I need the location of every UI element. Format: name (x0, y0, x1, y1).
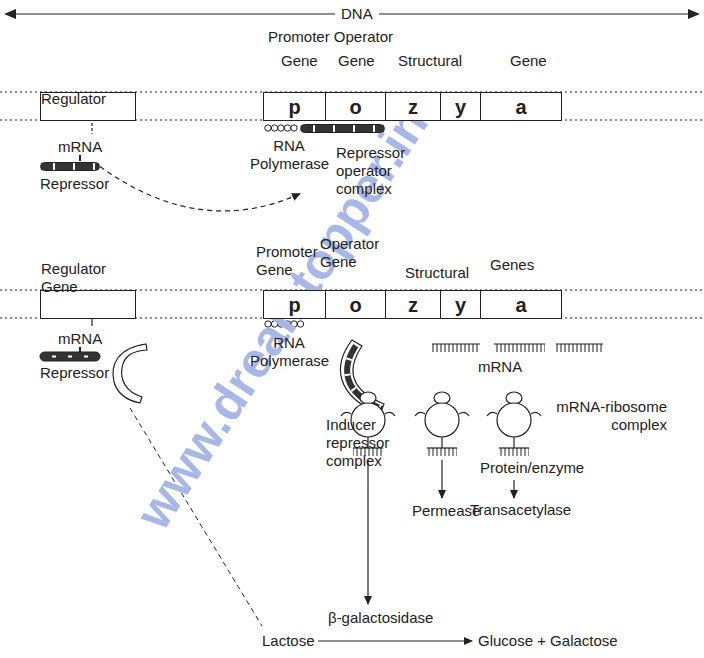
gene-letter: o (349, 295, 361, 315)
gene-box: z (385, 290, 441, 319)
repressor-bar (40, 352, 100, 361)
gene-label: Gene (338, 52, 375, 70)
gene-label: Genes (490, 256, 534, 274)
gene-label: Structural (405, 264, 469, 282)
regulator-gene-box: Regulator Gene (40, 290, 136, 319)
repressor-operator-complex: Repressor operator complex (300, 124, 410, 206)
gene-heading: Regulator (41, 90, 106, 108)
gene-letter: z (408, 97, 418, 117)
regulator-gene-box: Regulator (40, 92, 136, 121)
complex-label: Repressor operator complex (336, 144, 410, 198)
gene-letter: p (288, 295, 300, 315)
gene-box: a (480, 92, 562, 121)
inducer-repressor-shape (340, 340, 384, 414)
repressor-bar (300, 124, 385, 133)
mrna-label: mRNA (58, 138, 102, 156)
gene-letter: a (515, 295, 526, 315)
dna-label: DNA (335, 5, 379, 23)
gene-box: p (263, 290, 326, 319)
enzyme-label: RNA Polymerase (250, 334, 328, 370)
sugar-label: Lactose (262, 632, 315, 650)
protein-label: Protein/enzyme (480, 459, 584, 477)
gene-box: o (325, 92, 386, 121)
mrna-label: mRNA (478, 358, 522, 376)
gene-label: Gene (510, 52, 547, 70)
complex-label: Inducer repressor complex (326, 416, 406, 470)
protein-label: Repressor (40, 364, 109, 382)
gene-letter: z (408, 295, 418, 315)
gene-heading: Regulator Gene (41, 260, 121, 296)
gene-label: Gene (281, 52, 318, 70)
repressor-shape (113, 344, 147, 403)
gene-letter: y (455, 97, 466, 117)
gene-letter: o (349, 97, 361, 117)
gene-letter: y (455, 295, 466, 315)
gene-box: o (325, 290, 386, 319)
gene-box: y (440, 290, 481, 319)
enzyme-label: RNA Polymerase (250, 137, 328, 173)
mrna-label: mRNA (58, 330, 102, 348)
gene-label: Structural (398, 52, 462, 70)
gene-box: a (480, 290, 562, 319)
complex-label: mRNA-ribosome complex (548, 398, 667, 434)
gene-label: Operator Gene (320, 235, 386, 271)
protein-label: Repressor (40, 175, 109, 193)
gene-letter: a (515, 97, 526, 117)
gene-letter: p (288, 97, 300, 117)
product-arrow (318, 460, 514, 641)
region-label: Promoter Operator (268, 28, 393, 46)
gene-label: Promoter Gene (256, 243, 320, 279)
repressor-protein: Repressor (40, 162, 100, 171)
binding-arrow (100, 167, 300, 211)
sugar-label: Glucose + Galactose (478, 632, 618, 650)
repressor-bar (40, 162, 100, 171)
gene-box: p (263, 92, 326, 121)
enzyme-label: Transacetylase (470, 501, 571, 519)
enzyme-label: β-galactosidase (328, 609, 433, 627)
gene-box: z (385, 92, 441, 121)
gene-box: y (440, 92, 481, 121)
mrna-strand (432, 344, 603, 352)
